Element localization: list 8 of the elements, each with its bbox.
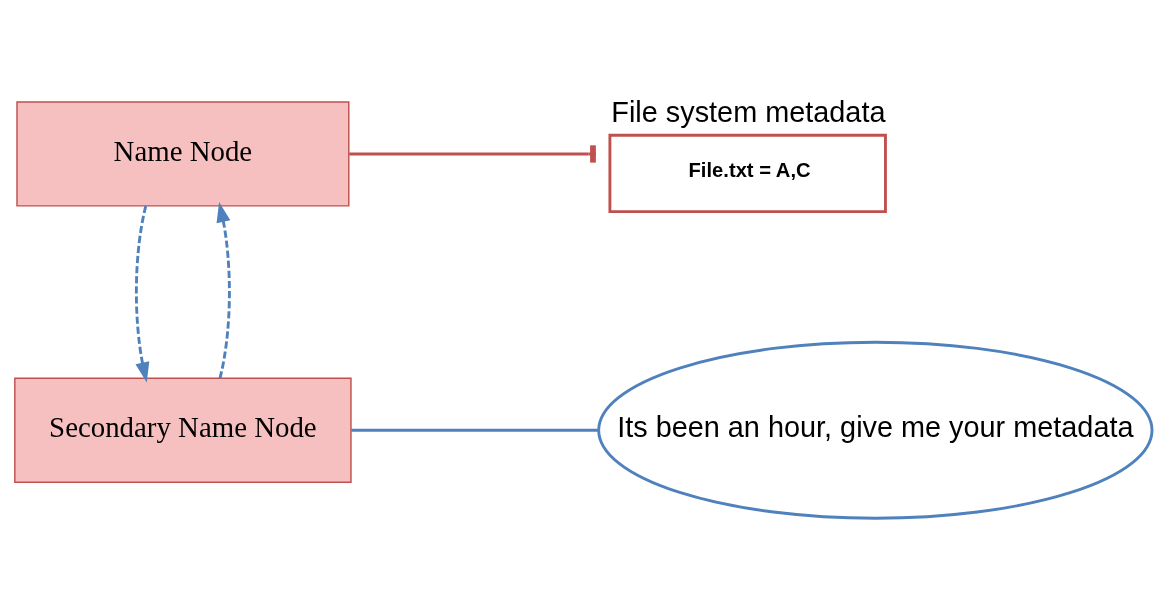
connector — [351, 428, 599, 432]
node-box: Secondary Name Node — [14, 377, 352, 483]
arrow — [216, 201, 231, 379]
node-box: Name Node — [16, 101, 350, 207]
node-box: File.txt = A,C — [608, 133, 887, 214]
arrow — [134, 205, 150, 383]
node-ellipse: Its been an hour, give me your metadata — [597, 340, 1154, 520]
node-label: File system metadata — [611, 96, 886, 129]
